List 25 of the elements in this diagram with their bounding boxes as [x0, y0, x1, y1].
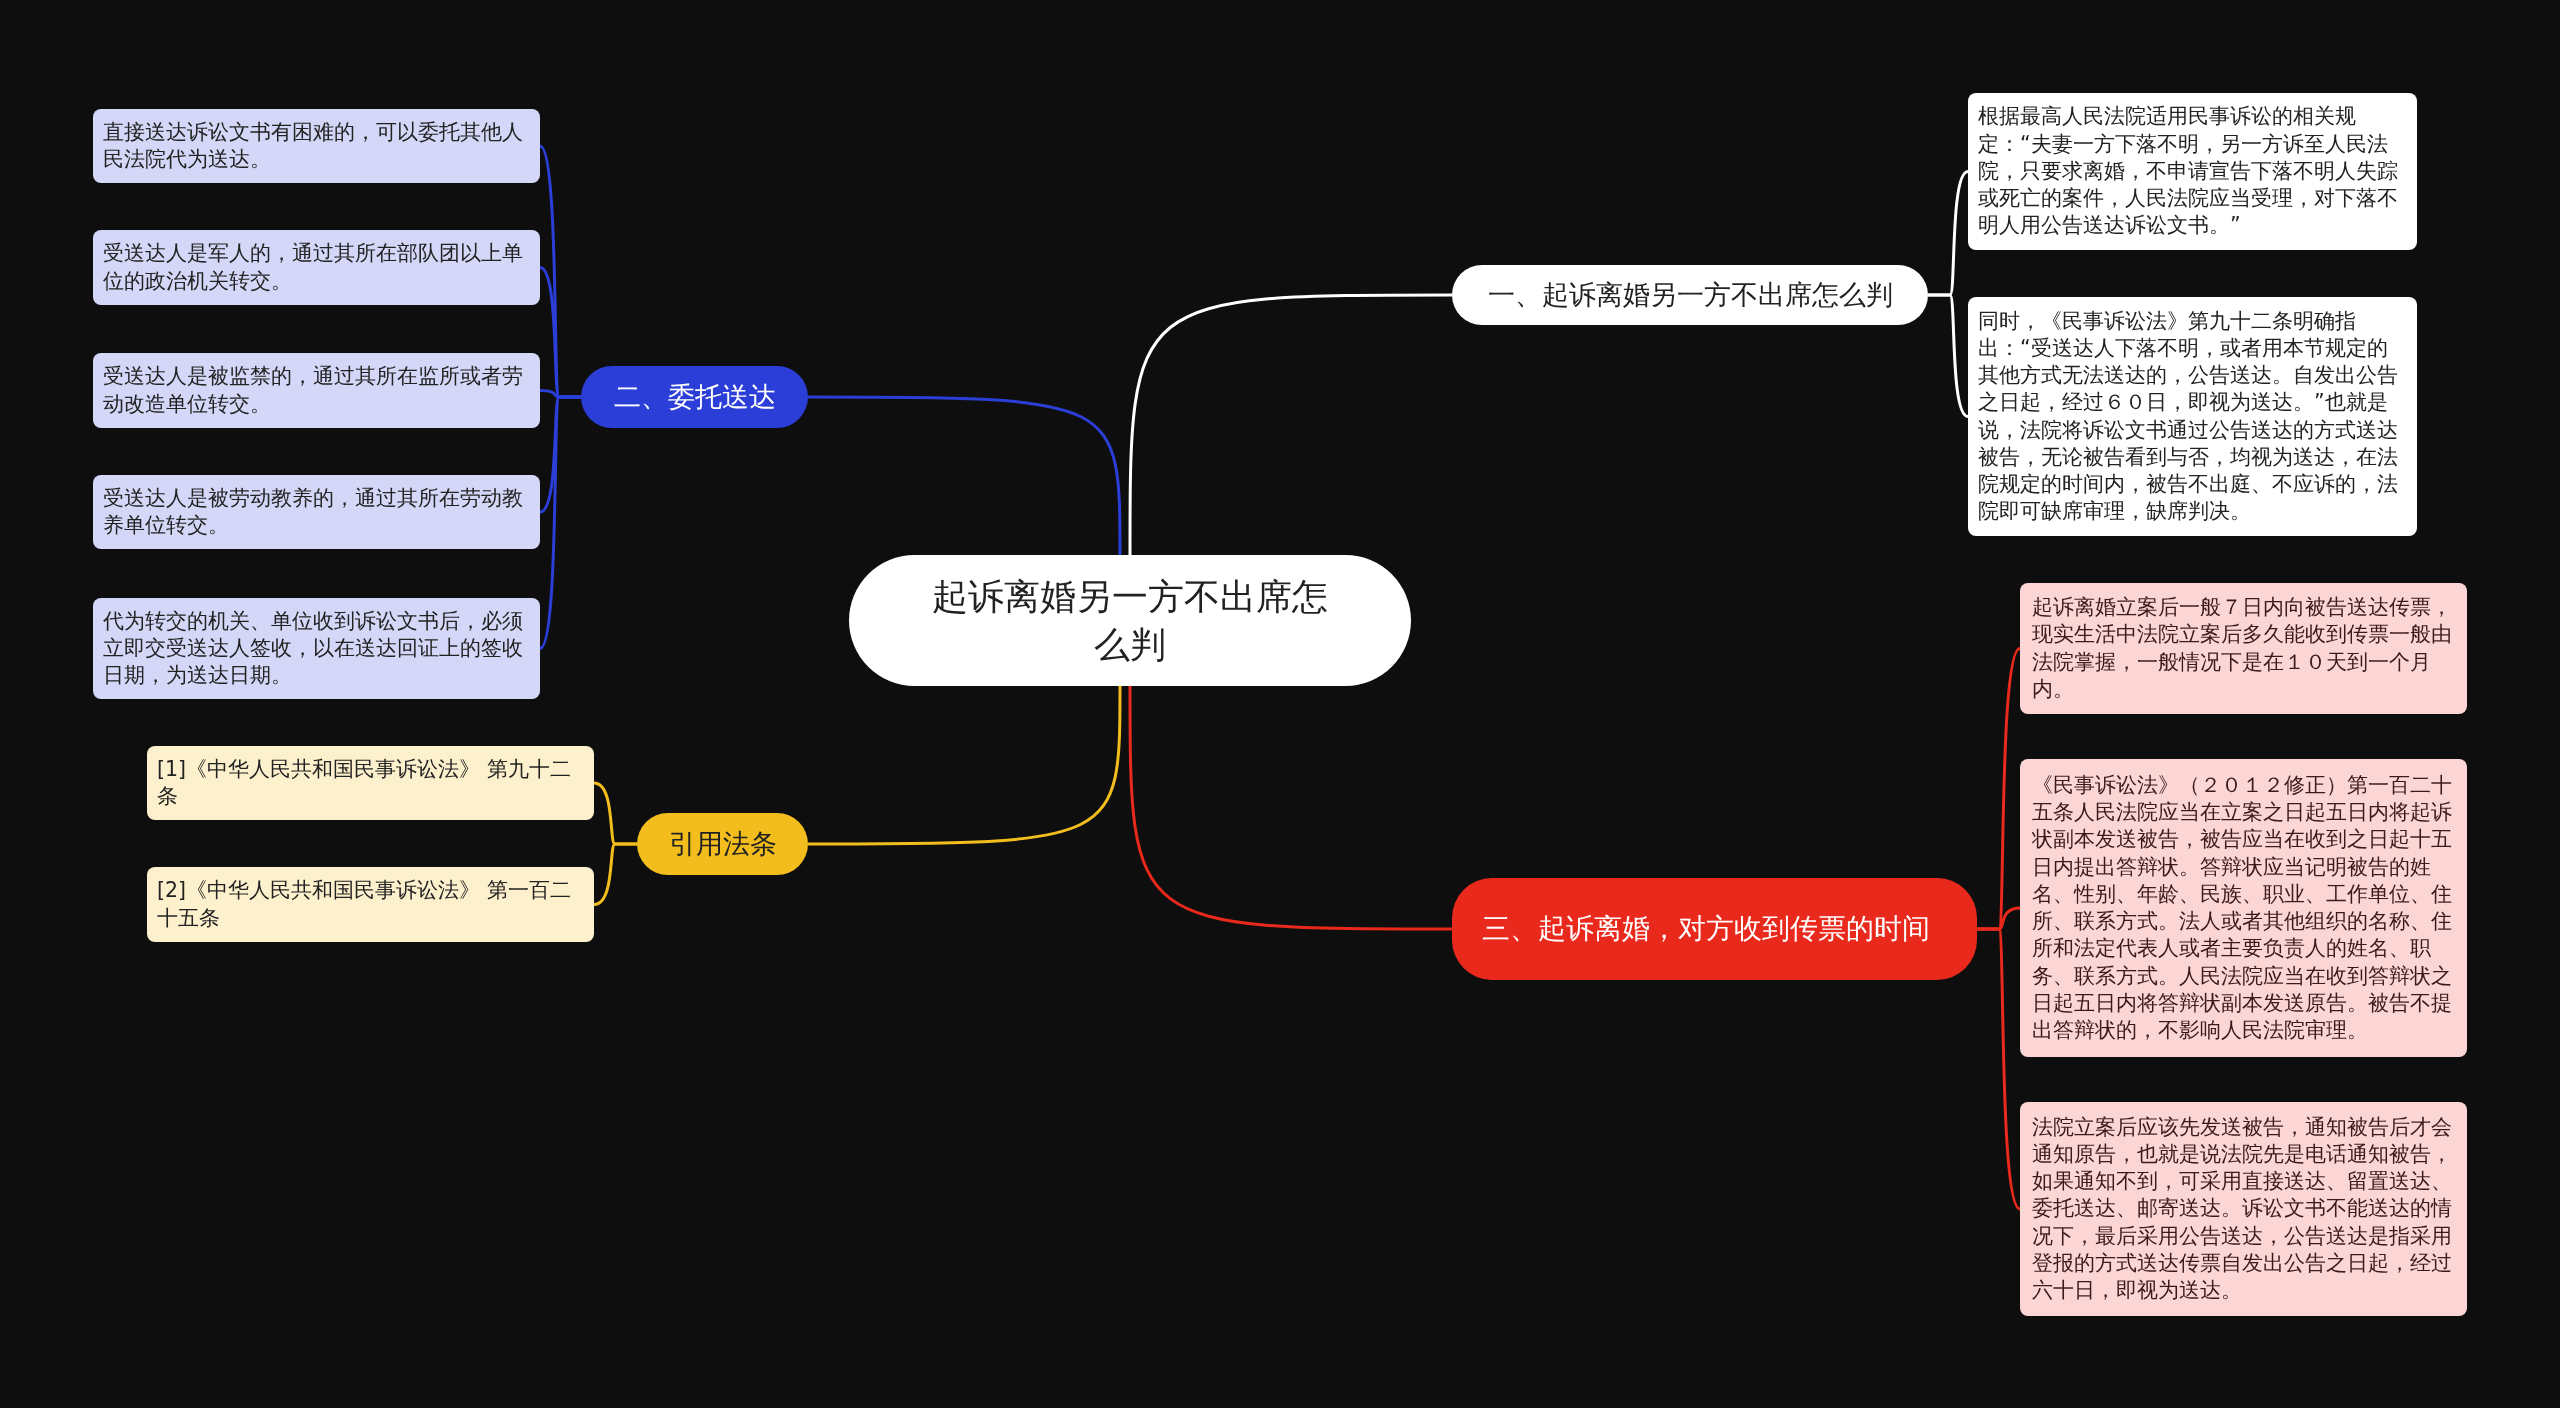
note-card: 受送达人是被监禁的，通过其所在监所或者劳动改造单位转交。	[93, 353, 540, 428]
topic-pill: 一、起诉离婚另一方不出席怎么判	[1452, 265, 1928, 325]
note-card: 受送达人是被劳动教养的，通过其所在劳动教养单位转交。	[93, 475, 540, 549]
connector	[1128, 293, 1452, 555]
connector	[1928, 293, 1969, 418]
note-card: 代为转交的机关、单位收到诉讼文书后，必须立即交受送达人签收，以在送达回证上的签收日期，为送达日期。	[93, 598, 540, 699]
connector	[808, 686, 1122, 846]
note-card: [2]《中华人民共和国民事诉讼法》 第一百二十五条	[147, 867, 594, 942]
connector	[1128, 686, 1452, 931]
note-card: 同时，《民事诉讼法》第九十二条明确指出：“受送达人下落不明，或者用本节规定的其他方式无法送达的，公告送达。自发出公告之日起，经过６０日，即视为送达。”也就是说，法院将诉讼文书通过公告送达的方式送达被告，无论被告看到与否，均视为送达，在法院规定的时间内，被告不出庭、不应诉的，法院即可缺席审理，缺席判决。	[1968, 297, 2417, 536]
connector	[593, 842, 637, 906]
note-card: 直接送达诉讼文书有困难的，可以委托其他人民法院代为送达。	[93, 109, 540, 183]
topic-pill: 引用法条	[637, 813, 808, 875]
note-card: 起诉离婚立案后一般７日内向被告送达传票，现实生活中法院立案后多久能收到传票一般由法院掌握，一般情况下是在１０天到一个月内。	[2020, 583, 2467, 714]
note-card: 《民事诉讼法》（２０１２修正）第一百二十五条人民法院应当在立案之日起五日内将起诉状副本发送被告，被告应当在收到之日起十五日内提出答辩状。答辩状应当记明被告的姓名、性别、年龄、民族、职业、工作单位、住所、联系方式。法人或者其他组织的名称、住所和法定代表人或者主要负责人的姓名、职务、联系方式。人民法院应当在收到答辩状之日起五日内将答辩状副本发送原告。被告不提出答辩状的，不影响人民法院审理。	[2020, 759, 2467, 1057]
note-card: [1]《中华人民共和国民事诉讼法》 第九十二条	[147, 746, 594, 820]
topic-pill: 二、委托送达	[581, 366, 808, 428]
topic-pill: 三、起诉离婚，对方收到传票的时间	[1452, 878, 1977, 980]
connector	[808, 395, 1122, 555]
connector	[1977, 927, 2022, 1210]
note-card: 根据最高人民法院适用民事诉讼的相关规定：“夫妻一方下落不明，另一方诉至人民法院，只要求离婚，不申请宣告下落不明人失踪或死亡的案件，人民法院应当受理，对下落不明人用公告送达诉讼文书。”	[1968, 93, 2417, 250]
central-topic: 起诉离婚另一方不出席怎么判	[849, 555, 1411, 686]
connector	[538, 395, 581, 650]
note-card: 受送达人是军人的，通过其所在部队团以上单位的政治机关转交。	[93, 230, 540, 305]
note-card: 法院立案后应该先发送被告，通知被告后才会通知原告，也就是说法院先是电话通知被告，如果通知不到，可采用直接送达、留置送达、委托送达、邮寄送达。诉讼文书不能送达的情况下，最后采用公告送达，公告送达是指采用登报的方式送达传票自发出公告之日起，经过六十日，即视为送达。	[2020, 1102, 2467, 1316]
